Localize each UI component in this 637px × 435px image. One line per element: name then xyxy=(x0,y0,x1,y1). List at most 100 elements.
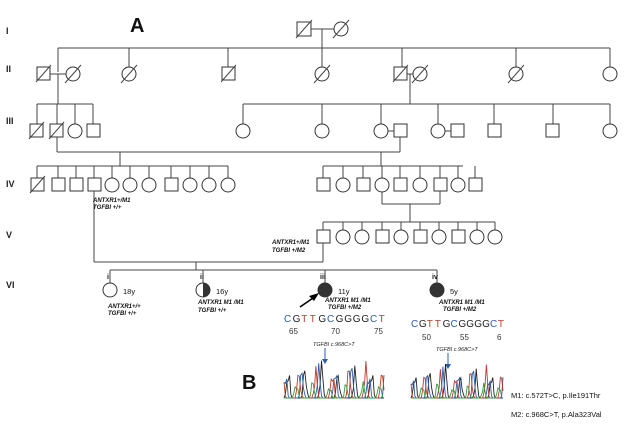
trace-line xyxy=(411,382,504,399)
female-v10 xyxy=(487,229,503,245)
female-iv5 xyxy=(104,177,120,193)
base-letter: C xyxy=(284,314,291,325)
base-letter: G xyxy=(293,314,301,325)
tick-label-2a: 50 xyxy=(422,333,431,342)
age-vi-iii: 11y xyxy=(338,287,350,296)
generation-4 xyxy=(29,152,483,262)
female-iii6 xyxy=(314,123,330,139)
generation-3 xyxy=(28,74,618,153)
genotype-vi-iv-tgfbi: TGFBI +/M2 xyxy=(443,307,477,313)
mutation-arrowhead-2 xyxy=(445,364,451,369)
male-v1 xyxy=(316,229,331,244)
female-affected-vi-iv xyxy=(429,282,445,298)
base-letter: G xyxy=(361,314,369,325)
base-letter: C xyxy=(411,319,418,330)
panel-label-b: B xyxy=(242,372,256,394)
base-letter: G xyxy=(318,314,326,325)
generation-label-1: I xyxy=(6,26,9,36)
generation-label-3: III xyxy=(6,116,14,126)
female-iv19 xyxy=(450,177,466,193)
base-letter: T xyxy=(310,314,316,325)
base-letter: C xyxy=(370,314,377,325)
base-letter: G xyxy=(458,319,466,330)
chromatogram-note-2: TGFBI c.968C>T xyxy=(436,347,478,353)
base-letter: G xyxy=(474,319,482,330)
generation-6 xyxy=(102,282,445,308)
age-vi-ii: 16y xyxy=(216,287,228,296)
base-letter: G xyxy=(336,314,344,325)
female-iv13 xyxy=(335,177,351,193)
tick-label-2c: 6 xyxy=(497,333,502,342)
male-iv16 xyxy=(393,177,408,192)
traces-2 xyxy=(410,364,504,399)
base-letter: C xyxy=(451,319,458,330)
half-filled-marker xyxy=(203,283,210,297)
age-vi-iv: 5y xyxy=(450,287,458,296)
female-iii5 xyxy=(235,123,251,139)
mutation-legend-m2: M2: c.968C>T, p.Ala323Val xyxy=(511,410,602,419)
female-v5 xyxy=(393,229,409,245)
genotype-vi-i-antxr1: ANTXR1+/+ xyxy=(107,304,141,310)
female-iv6 xyxy=(122,177,138,193)
genotype-vi-iii-tgfbi: TGFBI +/M2 xyxy=(328,305,362,311)
male-iii11 xyxy=(487,123,502,138)
base-letter: G xyxy=(482,319,490,330)
female-v3 xyxy=(354,229,370,245)
genotype-v1-tgfbi: TGFBI +/M2 xyxy=(272,248,306,254)
base-letter: G xyxy=(344,314,352,325)
generation-label-4: IV xyxy=(6,179,15,189)
male-iv20 xyxy=(468,177,483,192)
genotype-vi-iii-antxr1: ANTXR1 M1 /M1 xyxy=(324,298,371,304)
tick-label-1b: 70 xyxy=(331,327,340,336)
female-v7 xyxy=(431,229,447,245)
female-iv11 xyxy=(220,177,236,193)
base-letter: C xyxy=(327,314,334,325)
generation-label-5: V xyxy=(6,230,12,240)
proband-arrowhead xyxy=(309,293,319,301)
female-iii13 xyxy=(602,123,618,139)
genotype-vi-ii-antxr1: ANTXR1 M1 /M1 xyxy=(197,300,244,306)
male-iii8 xyxy=(393,123,408,138)
child-numeral-iv: iv xyxy=(432,274,438,281)
female-affected-vi-iii xyxy=(317,282,333,298)
base-letter: T xyxy=(427,319,433,330)
male-v8 xyxy=(451,229,466,244)
genotype-vi-i-tgfbi: TGFBI +/+ xyxy=(108,311,137,317)
male-v4 xyxy=(375,229,390,244)
male-iii10 xyxy=(450,123,465,138)
male-iv3 xyxy=(69,177,84,192)
generation-2 xyxy=(35,48,618,84)
tick-label-2b: 55 xyxy=(460,333,469,342)
chromatogram-note-1: TGFBI c.968C>T xyxy=(313,342,355,348)
trace-line xyxy=(410,364,504,399)
female-v9 xyxy=(469,229,485,245)
base-letter: C xyxy=(490,319,497,330)
generation-label-6: VI xyxy=(6,280,15,290)
female-iii9 xyxy=(430,123,446,139)
female-v2 xyxy=(335,229,351,245)
child-numeral-iii: iii xyxy=(320,274,326,281)
base-letter: G xyxy=(466,319,474,330)
male-iv8 xyxy=(164,177,179,192)
female-iii3 xyxy=(67,123,83,139)
base-letter: G xyxy=(443,319,451,330)
generation-1 xyxy=(58,19,610,49)
female-iv15 xyxy=(374,177,390,193)
age-vi-i: 18y xyxy=(123,287,135,296)
genotype-iv4-antxr1: ANTXR1+/M1 xyxy=(92,198,131,204)
genotype-iv4-tgfbi: TGFBI +/+ xyxy=(93,205,122,211)
traces-1 xyxy=(283,360,385,399)
base-letter: T xyxy=(301,314,307,325)
tick-label-1a: 65 xyxy=(289,327,298,336)
tick-label-1c: 75 xyxy=(374,327,383,336)
genotype-vi-ii-tgfbi: TGFBI +/+ xyxy=(198,308,227,314)
mutation-arrowhead-1 xyxy=(322,359,328,364)
male-iv2 xyxy=(51,177,66,192)
female-vi-i xyxy=(102,282,118,298)
female-iii7 xyxy=(373,123,389,139)
